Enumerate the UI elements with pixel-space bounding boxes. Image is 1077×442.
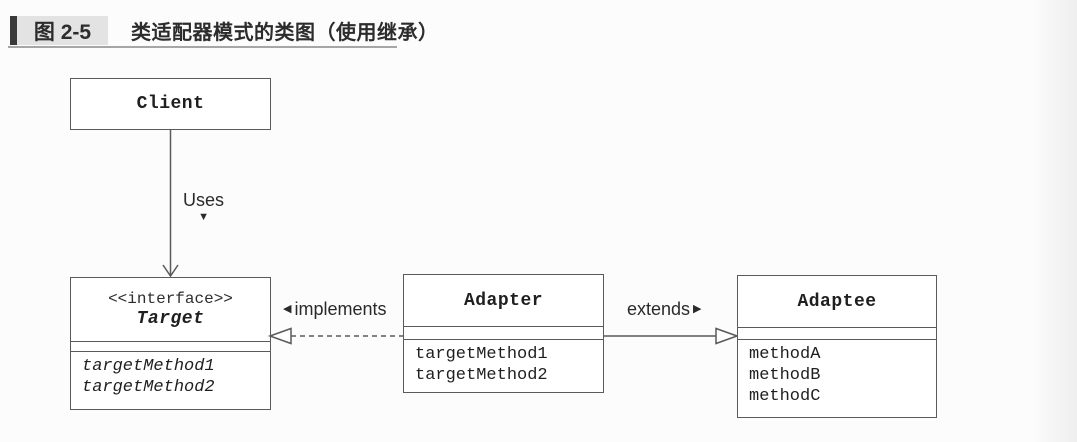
class-name-adapter: Adapter <box>463 290 544 311</box>
hollow-triangle-right-icon <box>715 327 740 345</box>
method-item: methodA <box>749 345 821 364</box>
class-box-adapter: Adapter targetMethod1 targetMethod2 <box>403 274 604 393</box>
extends-arrow <box>603 327 740 345</box>
method-item: targetMethod2 <box>415 366 548 385</box>
method-item: targetMethod2 <box>82 378 215 397</box>
adaptee-header: Adaptee <box>738 276 936 327</box>
method-item: methodB <box>749 366 821 385</box>
adaptee-attributes-section <box>738 327 936 340</box>
caption-divider <box>8 46 397 48</box>
method-item: methodC <box>749 387 821 406</box>
adapter-attributes-section <box>404 326 603 340</box>
method-item: targetMethod1 <box>82 357 215 376</box>
method-item: targetMethod1 <box>415 345 548 364</box>
class-box-client: Client <box>70 78 271 130</box>
figure-number-badge: 图 2-5 <box>17 16 108 45</box>
figure-number: 图 2-5 <box>33 20 92 44</box>
implements-relation-label: ◀ implements <box>283 299 387 320</box>
page-edge-shading <box>1031 0 1077 442</box>
hollow-triangle-left-icon <box>267 327 292 345</box>
class-name-target: Target <box>136 309 205 329</box>
uses-relation-label: Uses ▼ <box>183 190 224 223</box>
extends-relation-label: extends ▶ <box>627 299 702 320</box>
class-name-adaptee: Adaptee <box>797 291 877 312</box>
implements-label: implements <box>294 299 387 319</box>
adapter-header: Adapter <box>404 275 603 326</box>
adaptee-methods: methodA methodB methodC <box>738 340 936 407</box>
uses-label: Uses <box>183 190 225 210</box>
target-attributes-section <box>71 341 270 352</box>
target-stereotype: <<interface>> <box>108 290 233 308</box>
triangle-right-icon: ▶ <box>693 303 702 315</box>
adapter-methods: targetMethod1 targetMethod2 <box>404 340 603 386</box>
target-header: <<interface>> Target <box>71 278 270 341</box>
class-name-client: Client <box>136 94 205 114</box>
class-box-target: <<interface>> Target targetMethod1 targe… <box>70 277 271 410</box>
implements-arrow <box>267 327 404 345</box>
caption-accent-bar <box>10 16 17 45</box>
extends-label: extends <box>627 299 691 319</box>
target-methods: targetMethod1 targetMethod2 <box>71 352 270 398</box>
class-box-adaptee: Adaptee methodA methodB methodC <box>737 275 937 418</box>
uses-arrow <box>162 130 179 278</box>
figure-title: 类适配器模式的类图（使用继承） <box>131 22 439 44</box>
triangle-left-icon: ◀ <box>283 303 292 315</box>
arrow-down-icon: ▼ <box>198 211 209 223</box>
